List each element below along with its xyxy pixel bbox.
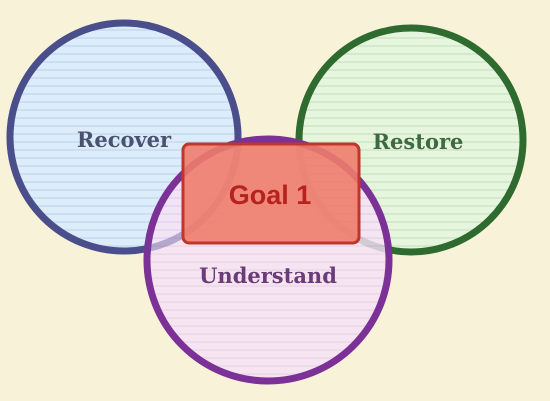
understand-label: Understand: [199, 263, 337, 288]
recover-label: Recover: [77, 127, 172, 152]
goal-box: [181, 142, 361, 245]
restore-label: Restore: [373, 129, 464, 154]
goal-label: Goal 1: [229, 180, 312, 210]
